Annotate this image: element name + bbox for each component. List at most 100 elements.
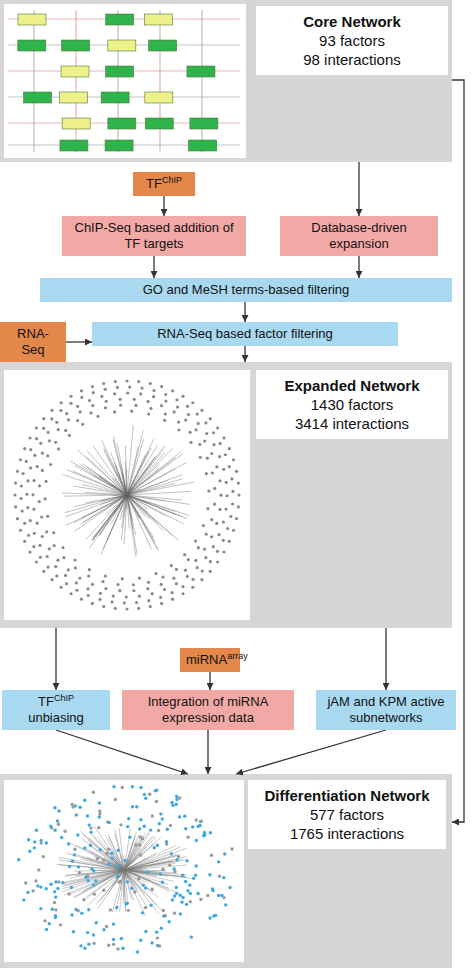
- thumbnail-dot: [155, 800, 158, 803]
- thumbnail-edge: [127, 465, 151, 495]
- thumbnail-factor: [105, 140, 133, 151]
- thumbnail-dot: [83, 846, 86, 849]
- thumbnail-dot: [112, 943, 115, 946]
- thumbnail-dot: [139, 786, 142, 789]
- thumbnail-dot: [119, 823, 122, 826]
- thumbnail-dot: [92, 942, 95, 945]
- expanded-network-thumbnail: [13, 379, 240, 610]
- thumbnail-dot: [212, 545, 215, 548]
- thumbnail-dot: [114, 380, 117, 383]
- thumbnail-dot: [25, 460, 28, 463]
- thumbnail-dot: [157, 829, 160, 832]
- thumbnail-dot: [210, 853, 213, 856]
- thumbnail-dot: [131, 785, 134, 788]
- thumbnail-dot: [116, 386, 119, 389]
- thumbnail-dot: [208, 916, 211, 919]
- thumbnail-edge: [108, 834, 124, 870]
- thumbnail-dot: [31, 889, 34, 892]
- thumbnail-dot: [237, 481, 240, 484]
- thumbnail-dot: [205, 472, 208, 475]
- process-box: Database-driven expansion: [280, 216, 438, 256]
- thumbnail-dot: [68, 865, 71, 868]
- thumbnail-dot: [222, 550, 225, 553]
- summary-card: Differentiation Network577 factors1765 i…: [248, 780, 446, 849]
- flow-arrow: [385, 628, 386, 690]
- thumbnail-edge: [67, 470, 127, 495]
- thumbnail-dot: [128, 836, 131, 839]
- thumbnail-dot: [231, 490, 234, 493]
- thumbnail-dot: [88, 823, 91, 826]
- thumbnail-dot: [54, 908, 57, 911]
- thumbnail-dot: [117, 849, 120, 852]
- thumbnail-factor: [101, 92, 129, 103]
- thumbnail-edge: [127, 495, 179, 541]
- thumbnail-dot: [141, 911, 144, 914]
- thumbnail-factor: [59, 92, 87, 103]
- thumbnail-dot: [222, 468, 225, 471]
- thumbnail-dot: [173, 911, 176, 914]
- thumbnail-dot: [78, 871, 81, 874]
- flow-arrow: [66, 341, 92, 342]
- thumbnail-dot: [109, 908, 112, 911]
- thumbnail-dot: [96, 857, 99, 860]
- thumbnail-dot: [46, 454, 49, 457]
- thumbnail-dot: [49, 824, 52, 827]
- thumbnail-dot: [35, 437, 38, 440]
- thumbnail-dot: [218, 875, 221, 878]
- thumbnail-edge: [81, 838, 124, 870]
- thumbnail-dot: [25, 493, 28, 496]
- thumbnail-dot: [57, 447, 60, 450]
- thumbnail-dot: [81, 423, 84, 426]
- thumbnail-dot: [200, 409, 203, 412]
- thumbnail-edge: [124, 860, 159, 870]
- thumbnail-dot: [195, 839, 198, 842]
- thumbnail-dot: [189, 431, 192, 434]
- network-panel: Core Network93 factors98 interactions: [0, 0, 452, 162]
- thumbnail-dot: [127, 817, 130, 820]
- network-panel: Expanded Network1430 factors3414 interac…: [0, 362, 452, 628]
- thumbnail-dot: [138, 843, 141, 846]
- thumbnail-dot: [178, 894, 181, 897]
- thumbnail-dot: [139, 939, 142, 942]
- thumbnail-dot: [184, 827, 187, 830]
- thumbnail-edge: [120, 870, 124, 912]
- thumbnail-dot: [169, 824, 172, 827]
- thumbnail-edge: [62, 493, 127, 495]
- thumbnail-dot: [33, 846, 36, 849]
- thumbnail-edge: [109, 837, 124, 870]
- node-label: RNA-Seq: [6, 326, 60, 358]
- thumbnail-dot: [17, 858, 20, 861]
- thumbnail-edge: [93, 495, 127, 540]
- thumbnail-dot: [231, 502, 234, 505]
- thumbnail-dot: [191, 578, 194, 581]
- thumbnail-dot: [162, 914, 165, 917]
- thumbnail-dot: [67, 568, 70, 571]
- thumbnail-dot: [86, 587, 89, 590]
- thumbnail-dot: [175, 858, 178, 861]
- thumbnail-dot: [139, 854, 142, 857]
- thumbnail-dot: [40, 515, 43, 518]
- data-source-box: miRNAarray: [180, 648, 240, 672]
- thumbnail-dot: [222, 436, 225, 439]
- thumbnail-dot: [53, 901, 56, 904]
- thumbnail-dot: [22, 898, 25, 901]
- thumbnail-dot: [77, 865, 80, 868]
- thumbnail-dot: [181, 395, 184, 398]
- thumbnail-dot: [160, 602, 163, 605]
- thumbnail-dot: [45, 530, 48, 533]
- thumbnail-dot: [48, 547, 51, 550]
- thumbnail-dot: [91, 602, 94, 605]
- thumbnail-dot: [172, 577, 175, 580]
- thumbnail-dot: [156, 936, 159, 939]
- panel-ground: [0, 362, 452, 628]
- thumbnail-dot: [88, 399, 91, 402]
- thumbnail-dot: [76, 405, 79, 408]
- node-heading: Differentiation Network: [254, 786, 440, 805]
- thumbnail-dot: [154, 789, 157, 792]
- thumbnail-dot: [79, 410, 82, 413]
- thumbnail-dot: [133, 398, 136, 401]
- thumbnail-dot: [215, 465, 218, 468]
- thumbnail-dot: [27, 838, 30, 841]
- thumbnail-dot: [146, 400, 149, 403]
- thumbnail-dot: [140, 386, 143, 389]
